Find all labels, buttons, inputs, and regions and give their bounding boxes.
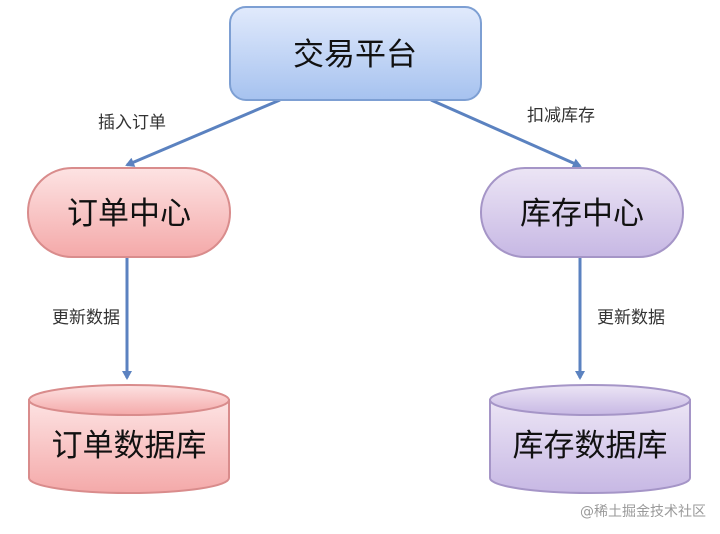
node-trade-platform: 交易平台 — [229, 6, 482, 101]
watermark-text: @稀土掘金技术社区 — [580, 504, 706, 520]
db-order-database: 订单数据库 — [28, 384, 230, 494]
edge-deduct-stock: 扣减库存 — [430, 98, 595, 168]
db-stock-database: 库存数据库 — [489, 384, 691, 494]
edge-update-left: 更新数据 — [52, 258, 132, 380]
edge-insert-order: 插入订单 — [98, 98, 281, 167]
edge-label-update-right: 更新数据 — [597, 308, 665, 328]
edge-label-update-left: 更新数据 — [52, 308, 120, 328]
node-stock-center: 库存中心 — [480, 167, 684, 258]
node-label-stock-center: 库存中心 — [520, 196, 644, 232]
edge-label-insert-order: 插入订单 — [98, 113, 166, 133]
node-label-stock-database: 库存数据库 — [513, 428, 668, 464]
node-order-center: 订单中心 — [27, 167, 231, 258]
edge-update-right: 更新数据 — [575, 258, 665, 380]
node-label-trade-platform: 交易平台 — [293, 37, 417, 73]
node-label-order-database: 订单数据库 — [52, 428, 207, 464]
node-label-order-center: 订单中心 — [67, 196, 191, 232]
edge-label-deduct-stock: 扣减库存 — [527, 106, 595, 126]
